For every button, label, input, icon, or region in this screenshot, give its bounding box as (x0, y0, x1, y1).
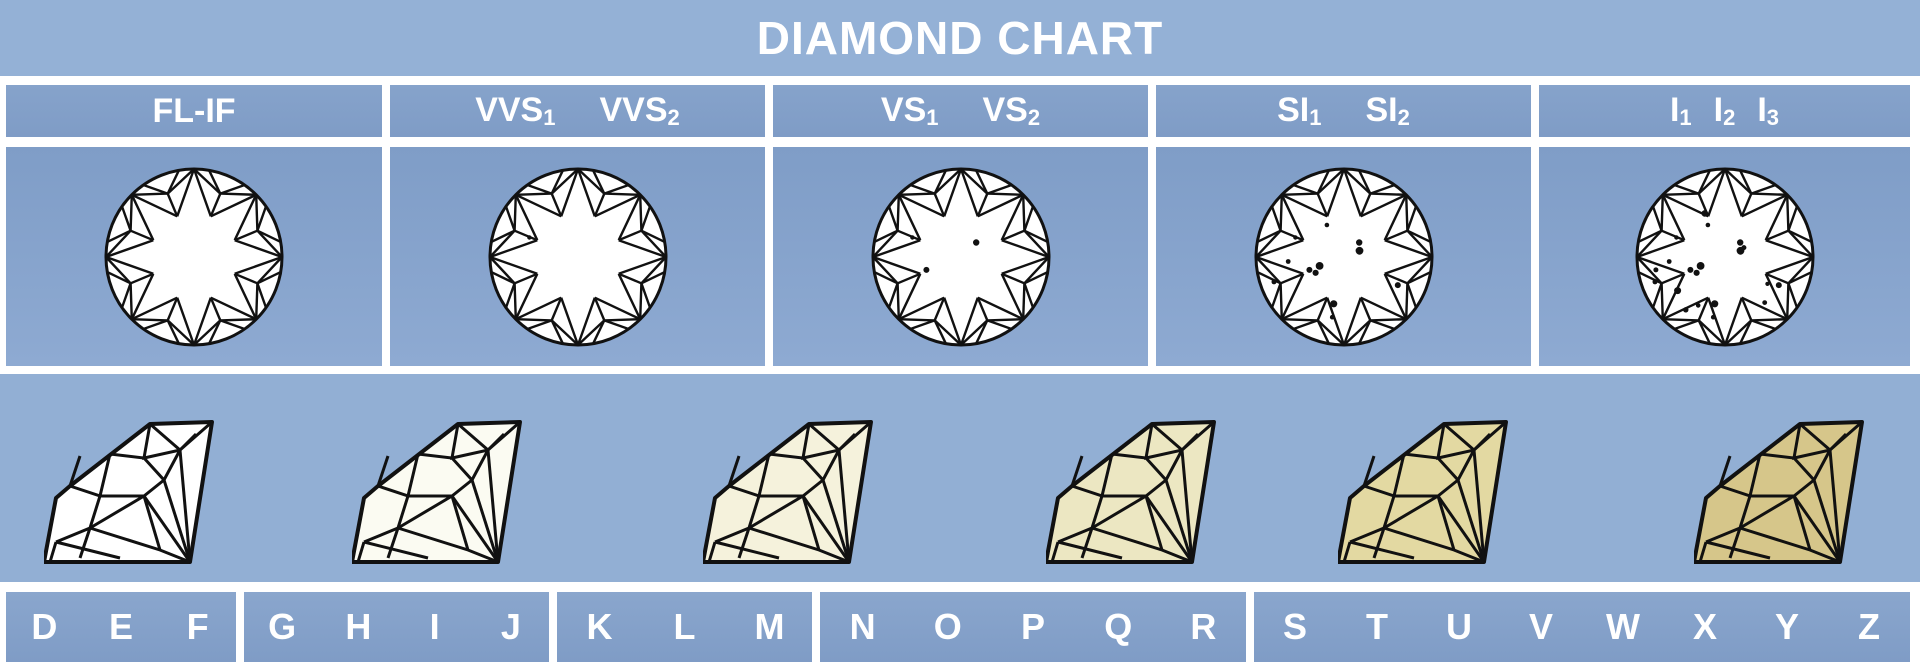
color-grade-letter: Z (1858, 606, 1880, 647)
side-diamond-color-icon (701, 418, 873, 571)
divider (0, 662, 1920, 667)
color-grade-letter: Q (1104, 606, 1133, 647)
side-diamond-color-icon (42, 418, 214, 571)
color-grade-group: K L M (557, 592, 812, 662)
divider (0, 76, 6, 374)
chart-title: DIAMOND CHART (0, 0, 1920, 76)
divider (0, 592, 6, 662)
grade-subscript: 2 (667, 105, 680, 130)
clarity-illustration-panel (1156, 147, 1531, 366)
grade-base: SI (1365, 91, 1398, 129)
grade-subscript: 3 (1766, 105, 1780, 130)
color-grade-letter: D (31, 606, 58, 647)
color-grade-letter: L (673, 606, 696, 647)
color-grade-letter: E (109, 606, 134, 647)
color-grade-letter: I (429, 606, 440, 647)
color-grade-letter: V (1528, 606, 1553, 647)
grade-base: I (1757, 91, 1767, 129)
grade-subscript: 2 (1723, 105, 1736, 130)
divider (0, 137, 1920, 147)
color-grade-letter: S (1282, 606, 1307, 647)
divider (1148, 76, 1156, 374)
grade-subscript: 2 (1027, 105, 1041, 130)
color-grade-letter: T (1366, 606, 1388, 647)
clarity-grade-label: I1 (1670, 91, 1692, 131)
divider (0, 76, 1920, 85)
grade-base: VS (880, 91, 927, 129)
clarity-grade-label: SI1 (1277, 91, 1321, 131)
clarity-grade-label: VVS1 (475, 91, 555, 131)
clarity-illustration-panel (390, 147, 765, 366)
color-grade-letter: P (1021, 606, 1046, 647)
color-grade-letter: M (754, 606, 785, 647)
color-grade-letter: J (500, 606, 521, 647)
color-grade-letter: K (586, 606, 613, 647)
clarity-grade-header: FL-IF (6, 85, 382, 137)
clarity-grade-label: VS1 (881, 91, 939, 131)
grade-subscript: 1 (1309, 105, 1322, 130)
divider (812, 592, 820, 662)
side-diamond-color-icon (350, 418, 522, 571)
clarity-grade-label: SI2 (1366, 91, 1410, 131)
grade-subscript: 2 (1397, 105, 1410, 130)
color-grade-letter: R (1190, 606, 1217, 647)
grade-base: VS (982, 91, 1028, 129)
divider (765, 76, 773, 374)
color-grade-letter: N (849, 606, 876, 647)
divider (549, 592, 557, 662)
clarity-grade-label: VS2 (983, 91, 1041, 131)
color-grade-letter: O (933, 606, 962, 647)
side-diamond-color-icon (1044, 418, 1216, 571)
grade-subscript: 1 (543, 105, 556, 130)
clarity-grade-label: VVS2 (600, 91, 680, 131)
grade-base: VVS (599, 91, 668, 129)
side-diamond-color-icon (1336, 418, 1508, 571)
color-grade-group: S T U V W X Y Z (1254, 592, 1910, 662)
side-diamond-color-icon (1692, 418, 1864, 571)
color-grade-group: N O P Q R (820, 592, 1246, 662)
clarity-illustration-panel (6, 147, 382, 366)
color-grade-letter: G (268, 606, 297, 647)
divider (1910, 76, 1920, 374)
color-grade-letter: W (1606, 606, 1640, 647)
color-grade-letter: H (345, 606, 372, 647)
grade-base: SI (1277, 91, 1310, 129)
color-grade-letter: F (186, 606, 209, 647)
grade-base: I (1669, 91, 1680, 129)
color-grade-letter: U (1446, 606, 1472, 647)
divider (236, 592, 244, 662)
divider (1910, 592, 1920, 662)
clarity-grade-label: I2 (1714, 91, 1736, 131)
color-grade-group: D E F (6, 592, 236, 662)
clarity-grade-label: FL-IF (152, 92, 235, 131)
color-diamond-row (0, 374, 1920, 582)
grade-base: VVS (475, 91, 544, 129)
divider (1531, 76, 1539, 374)
clarity-grade-label: I3 (1757, 91, 1779, 131)
divider (382, 76, 390, 374)
color-grade-group: G H I J (244, 592, 549, 662)
grade-subscript: 1 (1679, 105, 1692, 130)
grade-base: FL-IF (152, 91, 236, 130)
clarity-illustration-panel (1539, 147, 1910, 366)
clarity-illustration-panel (773, 147, 1148, 366)
color-grade-letter: Y (1774, 606, 1799, 647)
divider (0, 366, 1920, 374)
divider (0, 582, 1920, 592)
grade-subscript: 1 (926, 105, 939, 130)
color-grade-letter: X (1692, 606, 1717, 647)
grade-base: I (1713, 91, 1724, 129)
divider (1246, 592, 1254, 662)
